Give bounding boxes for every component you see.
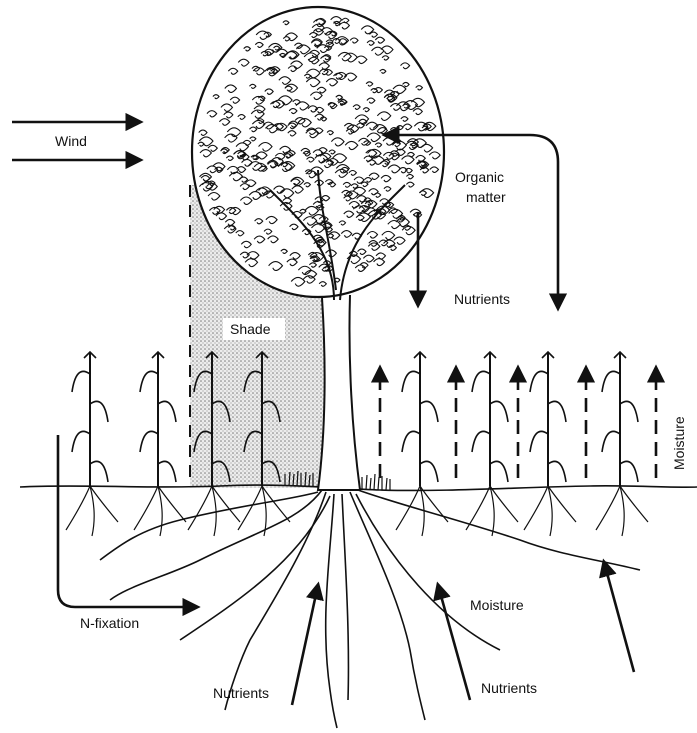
tree-trunk bbox=[318, 295, 360, 490]
n-fixation-label: N-fixation bbox=[80, 615, 139, 631]
wind-label: Wind bbox=[55, 133, 87, 149]
crop-plant bbox=[466, 352, 518, 536]
crop-plant bbox=[396, 352, 448, 536]
moisture-side-label: Moisture bbox=[671, 416, 687, 470]
nutrients-soil-arrow-left bbox=[292, 585, 318, 705]
moisture-soil-arrow bbox=[438, 585, 470, 700]
organic-matter-label-line1: Organic bbox=[455, 169, 504, 185]
shade-label: Shade bbox=[230, 321, 271, 337]
crop-plant bbox=[134, 352, 186, 536]
moisture-up-arrows bbox=[380, 368, 656, 478]
tree-roots bbox=[100, 490, 640, 728]
nutrients-soil-arrow-right bbox=[604, 562, 634, 672]
nutrients-bottom-right-label: Nutrients bbox=[481, 680, 537, 696]
crop-plant bbox=[524, 352, 576, 536]
nutrients-bottom-left-label: Nutrients bbox=[213, 685, 269, 701]
crop-plant bbox=[596, 352, 648, 536]
moisture-roots-label: Moisture bbox=[470, 597, 524, 613]
crop-plant bbox=[66, 352, 118, 536]
organic-matter-label-line2: matter bbox=[466, 189, 506, 205]
tree-canopy bbox=[192, 7, 444, 300]
nutrients-top-label: Nutrients bbox=[454, 291, 510, 307]
grass-tuft-right bbox=[362, 474, 390, 490]
